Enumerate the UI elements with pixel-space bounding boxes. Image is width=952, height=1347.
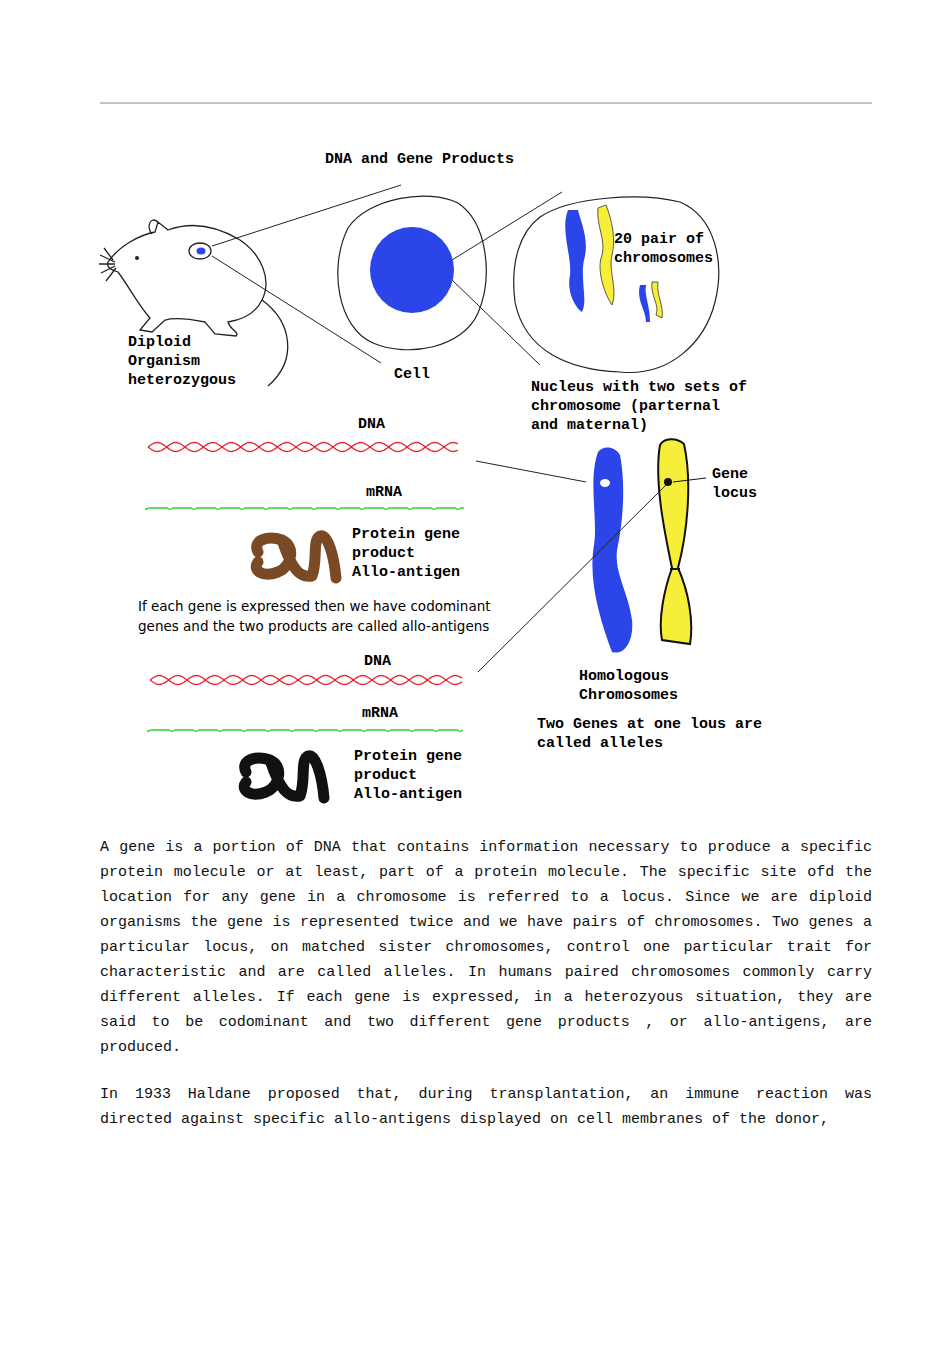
- mrna-label: mRNA: [366, 483, 416, 502]
- organism-label: Diploid Organism heterozygous: [128, 333, 246, 390]
- chromosome: [565, 210, 586, 312]
- protein-label: Protein gene product Allo-antigen: [354, 747, 468, 804]
- body-paragraph: A gene is a portion of DNA that contains…: [100, 835, 872, 1060]
- centromere: [670, 568, 680, 570]
- node-label: Cell: [394, 365, 454, 384]
- alleles-label: Two Genes at one lous are called alleles: [537, 715, 777, 753]
- protein-label: Protein gene product Allo-antigen: [352, 525, 466, 582]
- gene-locus-label: Gene locus: [712, 465, 772, 503]
- dna-strand: [150, 676, 462, 685]
- homologous-label: Homologous Chromosomes: [579, 667, 699, 705]
- outline-path: [514, 197, 719, 372]
- note-text: If each gene is expressed then we have c…: [138, 597, 528, 636]
- outline-path: [338, 196, 486, 350]
- dna-strand: [150, 676, 462, 685]
- nucleus-blob: [370, 227, 454, 313]
- cell-outline: Cell: [328, 188, 493, 358]
- chromosome: [598, 205, 614, 305]
- nucleus-outline: 20 pair of chromosomesNucleus with two s…: [510, 192, 725, 382]
- leader-line: [476, 461, 586, 482]
- dna-strand: [148, 443, 458, 452]
- dna-strand: [148, 443, 458, 452]
- node-label: 20 pair of chromosomes: [614, 230, 720, 268]
- protein-shape: [256, 536, 336, 578]
- zoom-line: [212, 256, 381, 363]
- title: DNA and Gene Products: [325, 150, 514, 169]
- chromosome: [658, 439, 691, 644]
- zoom-line: [212, 185, 401, 246]
- zoom-connector: [450, 278, 540, 365]
- sample-dot: [197, 248, 206, 255]
- gene-locus-dot: [600, 479, 610, 487]
- top-rule: [100, 102, 872, 104]
- mrna-label: mRNA: [362, 704, 412, 723]
- leader-line: [673, 478, 706, 482]
- dna-label: DNA: [364, 652, 404, 671]
- gene-locus-dot: [664, 478, 672, 486]
- body-paragraph: In 1933 Haldane proposed that, during tr…: [100, 1082, 872, 1132]
- dna-label: DNA: [358, 415, 398, 434]
- outline-shape: [328, 188, 493, 358]
- chromosome: [639, 285, 650, 322]
- zoom-connector: [452, 192, 562, 260]
- chromosome: [652, 282, 663, 318]
- protein-shape: [244, 756, 324, 798]
- node-label: Nucleus with two sets of chromosome (par…: [531, 378, 751, 435]
- outline-shape: [510, 192, 725, 382]
- mrna-strand: [146, 508, 464, 510]
- leader-line: [478, 485, 666, 672]
- chromosome: [592, 447, 632, 652]
- mrna-strand: [148, 730, 463, 732]
- mouse-eye: [135, 256, 139, 260]
